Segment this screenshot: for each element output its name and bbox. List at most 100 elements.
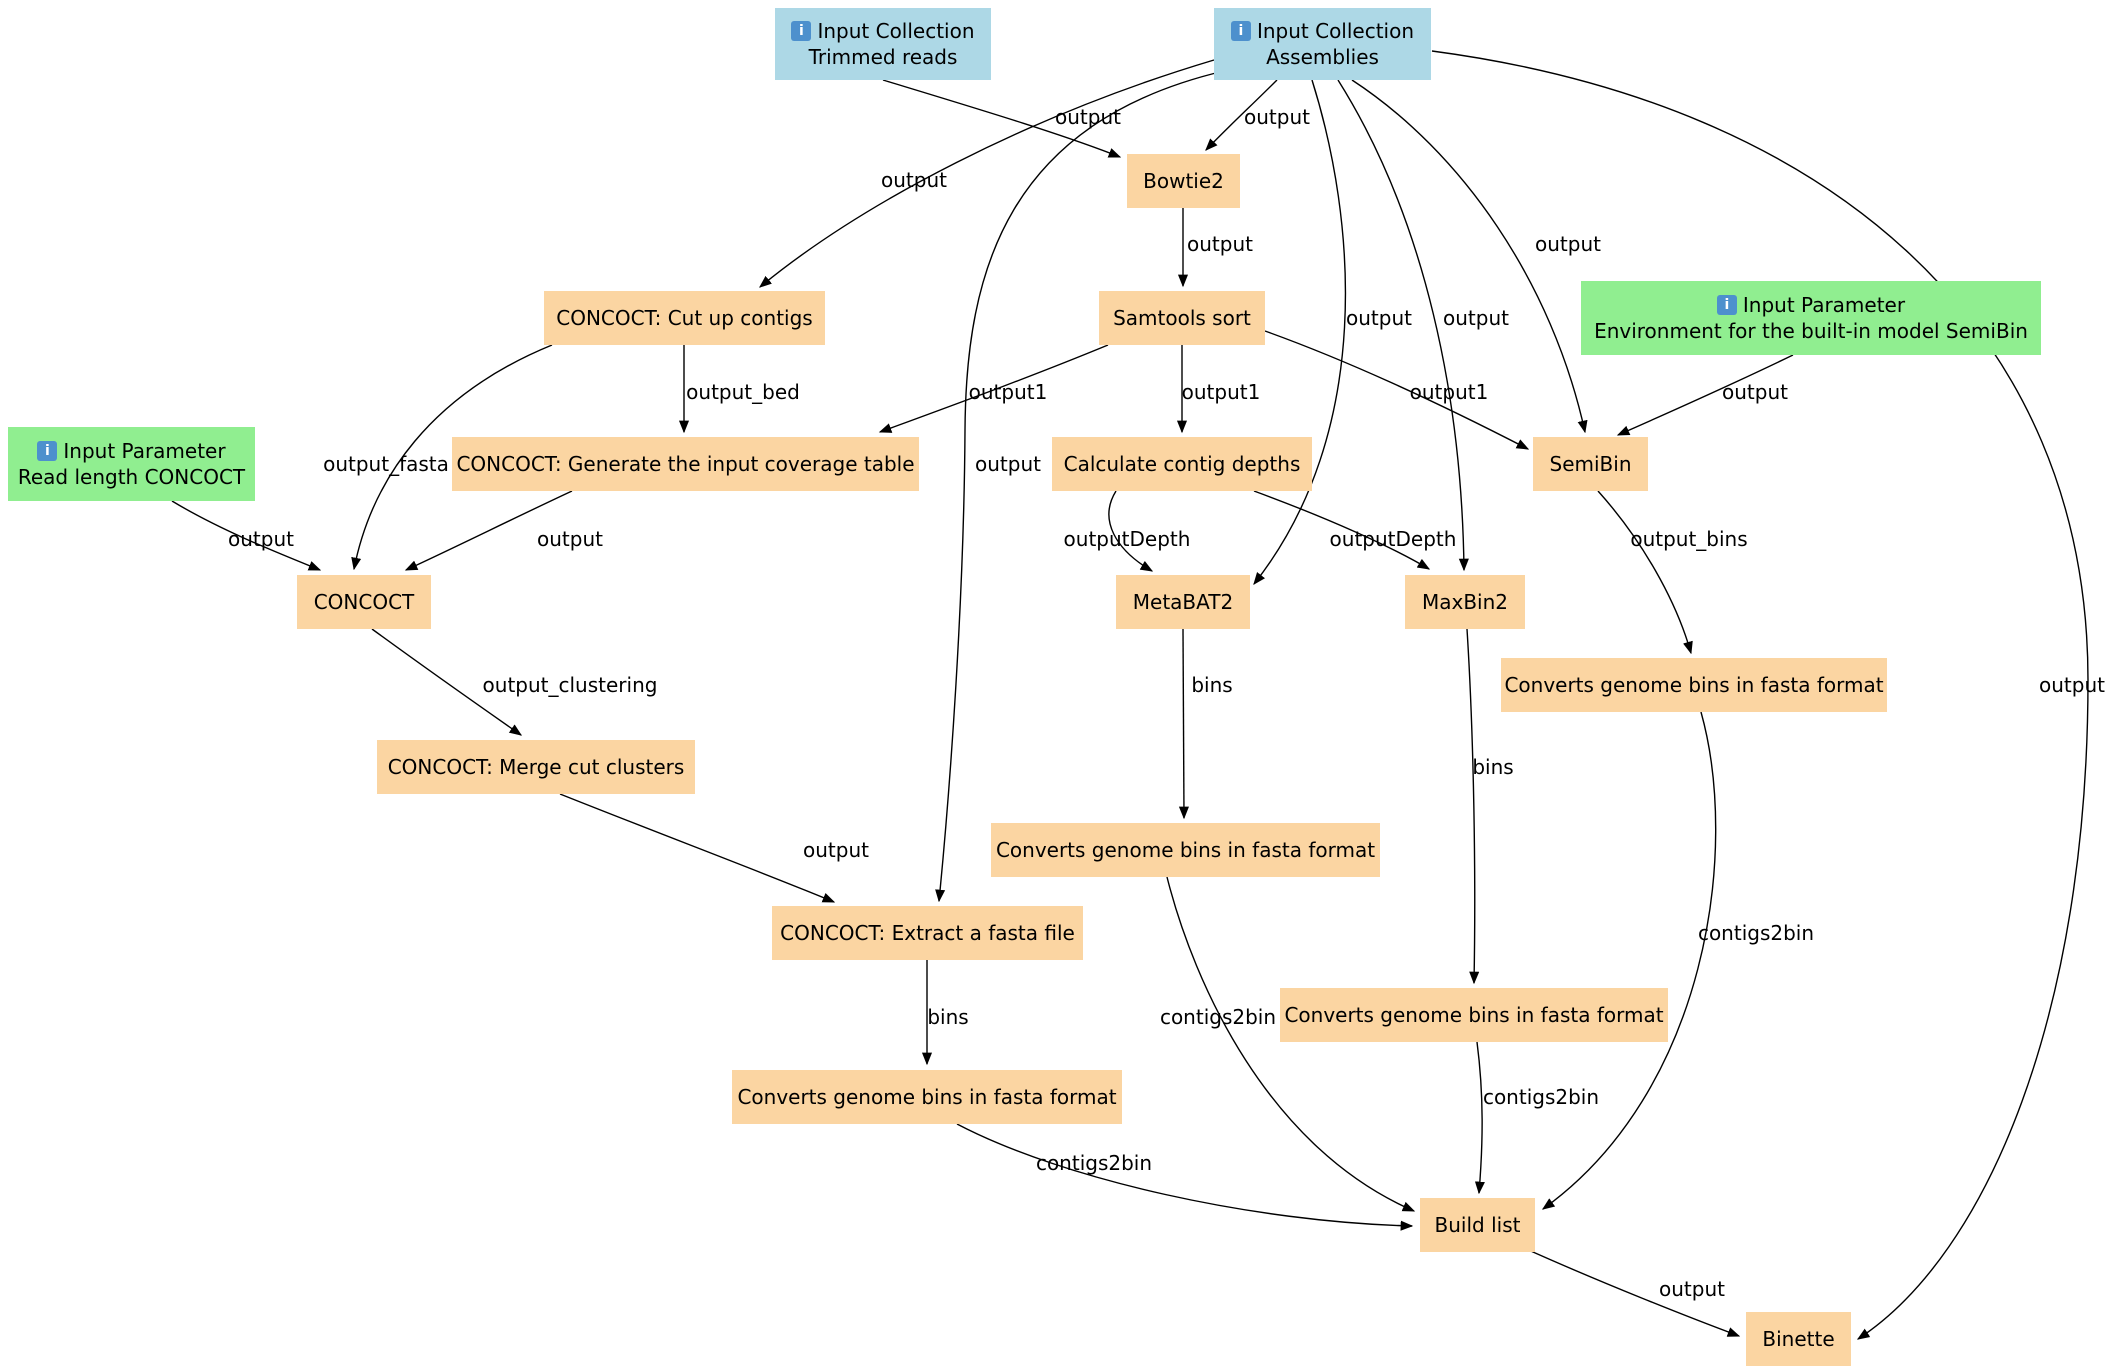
node-metabat2[interactable]: MetaBAT2 <box>1116 575 1250 629</box>
info-icon <box>791 21 812 41</box>
node-binette[interactable]: Binette <box>1746 1312 1851 1366</box>
node-maxbin2[interactable]: MaxBin2 <box>1405 575 1525 629</box>
edge-label: output <box>1187 232 1253 256</box>
edge-label: output <box>1535 232 1601 256</box>
edge-merge-clusters-extract-fasta <box>559 793 836 903</box>
edge-label: contigs2bin <box>1483 1085 1599 1109</box>
node-converts-genome-bins-maxbin2[interactable]: Converts genome bins in fasta format <box>1280 988 1668 1042</box>
edge-label: output_clustering <box>483 673 658 697</box>
node-label: CONCOCT <box>313 590 415 614</box>
edge-label: output_bins <box>1630 527 1747 551</box>
edge-label: output <box>1722 380 1788 404</box>
edge-label: output_fasta <box>323 452 449 476</box>
edge-conv-semibin-build-list <box>1541 711 1717 1210</box>
edge-assemblies-metabat2 <box>1253 79 1347 585</box>
edge-gen-coverage-concoct <box>404 490 573 571</box>
node-subtitle: Trimmed reads <box>808 45 958 69</box>
edge-label: bins <box>1472 755 1513 779</box>
edge-samtools-gen-coverage <box>878 344 1109 433</box>
node-concoct-generate-coverage-table[interactable]: CONCOCT: Generate the input coverage tab… <box>452 437 919 491</box>
node-label: Binette <box>1762 1327 1835 1351</box>
edge-label: output <box>1055 105 1121 129</box>
edge-label: outputDepth <box>1330 527 1457 551</box>
node-label: Converts genome bins in fasta format <box>1504 673 1884 697</box>
edge-label: bins <box>927 1005 968 1029</box>
edge-read-length-concoct <box>171 500 322 571</box>
edge-build-list-binette <box>1523 1247 1741 1337</box>
node-label: Converts genome bins in fasta format <box>737 1085 1117 1109</box>
node-input-parameter-read-length-concoct[interactable]: Input Parameter Read length CONCOCT <box>8 427 255 501</box>
node-samtools-sort[interactable]: Samtools sort <box>1099 291 1265 345</box>
edge-samtools-semibin <box>1264 330 1530 450</box>
node-concoct-cut-up-contigs[interactable]: CONCOCT: Cut up contigs <box>544 291 825 345</box>
edge-label: contigs2bin <box>1160 1005 1276 1029</box>
edge-metabat2-conv-metabat2 <box>1178 628 1189 820</box>
node-label: Samtools sort <box>1113 306 1251 330</box>
edge-label: output <box>2039 673 2105 697</box>
node-bowtie2[interactable]: Bowtie2 <box>1127 154 1240 208</box>
edge-calc-depths-metabat2 <box>1108 490 1154 572</box>
node-label: Converts genome bins in fasta format <box>995 838 1376 862</box>
info-icon <box>37 441 58 461</box>
node-concoct[interactable]: CONCOCT <box>297 575 431 629</box>
edge-conv-concoct-build-list <box>956 1123 1414 1231</box>
node-input-collection-trimmed-reads[interactable]: Input Collection Trimmed reads <box>775 8 991 80</box>
node-subtitle: Read length CONCOCT <box>17 465 246 489</box>
edge-label: contigs2bin <box>1698 921 1814 945</box>
node-input-parameter-env-semibin[interactable]: Input Parameter Environment for the buil… <box>1581 281 2041 355</box>
node-calculate-contig-depths[interactable]: Calculate contig depths <box>1052 437 1312 491</box>
node-concoct-extract-a-fasta-file[interactable]: CONCOCT: Extract a fasta file <box>772 906 1083 960</box>
edge-label: output <box>1659 1277 1725 1301</box>
node-converts-genome-bins-semibin[interactable]: Converts genome bins in fasta format <box>1501 658 1887 712</box>
node-input-collection-assemblies[interactable]: Input Collection Assemblies <box>1214 8 1431 80</box>
edge-label: outputDepth <box>1064 527 1191 551</box>
node-label: CONCOCT: Cut up contigs <box>556 306 813 330</box>
edge-trimmed-reads-bowtie2 <box>882 79 1122 158</box>
edge-semibin-conv-semibin <box>1597 490 1693 655</box>
node-converts-genome-bins-concoct[interactable]: Converts genome bins in fasta format <box>732 1070 1122 1124</box>
edge-concoct-merge-clusters <box>371 628 523 736</box>
node-title: Input Parameter <box>63 439 226 463</box>
edge-label: output <box>975 452 1041 476</box>
edge-label: output1 <box>969 380 1048 404</box>
edge-label: bins <box>1191 673 1232 697</box>
info-icon <box>1716 295 1737 315</box>
edge-assemblies-extract-fasta <box>935 70 1225 903</box>
node-label: CONCOCT: Generate the input coverage tab… <box>456 452 915 476</box>
edge-label: output1 <box>1182 380 1261 404</box>
node-concoct-merge-cut-clusters[interactable]: CONCOCT: Merge cut clusters <box>377 740 695 794</box>
edge-maxbin2-conv-maxbin2 <box>1466 628 1480 985</box>
node-semibin[interactable]: SemiBin <box>1533 437 1648 491</box>
edge-assemblies-cutup-contigs <box>759 59 1215 288</box>
node-label: SemiBin <box>1549 452 1632 476</box>
edge-calc-depths-maxbin2 <box>1253 490 1431 570</box>
edge-label: contigs2bin <box>1036 1151 1152 1175</box>
edge-label: output <box>1443 306 1509 330</box>
node-converts-genome-bins-metabat2[interactable]: Converts genome bins in fasta format <box>991 823 1380 877</box>
node-label: Converts genome bins in fasta format <box>1284 1003 1664 1027</box>
edge-label: output <box>228 527 294 551</box>
node-label: Build list <box>1434 1213 1521 1237</box>
edge-label: output <box>537 527 603 551</box>
edge-label: output <box>1346 306 1412 330</box>
node-title: Input Collection <box>817 19 975 43</box>
node-label: MetaBAT2 <box>1132 590 1234 614</box>
edge-label: output <box>803 838 869 862</box>
edge-label: output <box>881 168 947 192</box>
node-label: CONCOCT: Merge cut clusters <box>387 755 685 779</box>
edge-conv-metabat2-build-list <box>1166 876 1416 1212</box>
node-label: CONCOCT: Extract a fasta file <box>780 921 1075 945</box>
edge-label: output <box>1244 105 1310 129</box>
node-title: Input Collection <box>1256 19 1415 43</box>
edge-env-semibin-semibin <box>1616 354 1794 436</box>
node-subtitle: Environment for the built-in model SemiB… <box>1594 319 2028 343</box>
node-label: Bowtie2 <box>1143 169 1224 193</box>
node-build-list[interactable]: Build list <box>1420 1198 1535 1252</box>
node-label: MaxBin2 <box>1421 590 1509 614</box>
node-label: Calculate contig depths <box>1063 452 1301 476</box>
edge-label: output_bed <box>686 380 800 404</box>
edge-label: output1 <box>1410 380 1489 404</box>
node-subtitle: Assemblies <box>1266 45 1379 69</box>
